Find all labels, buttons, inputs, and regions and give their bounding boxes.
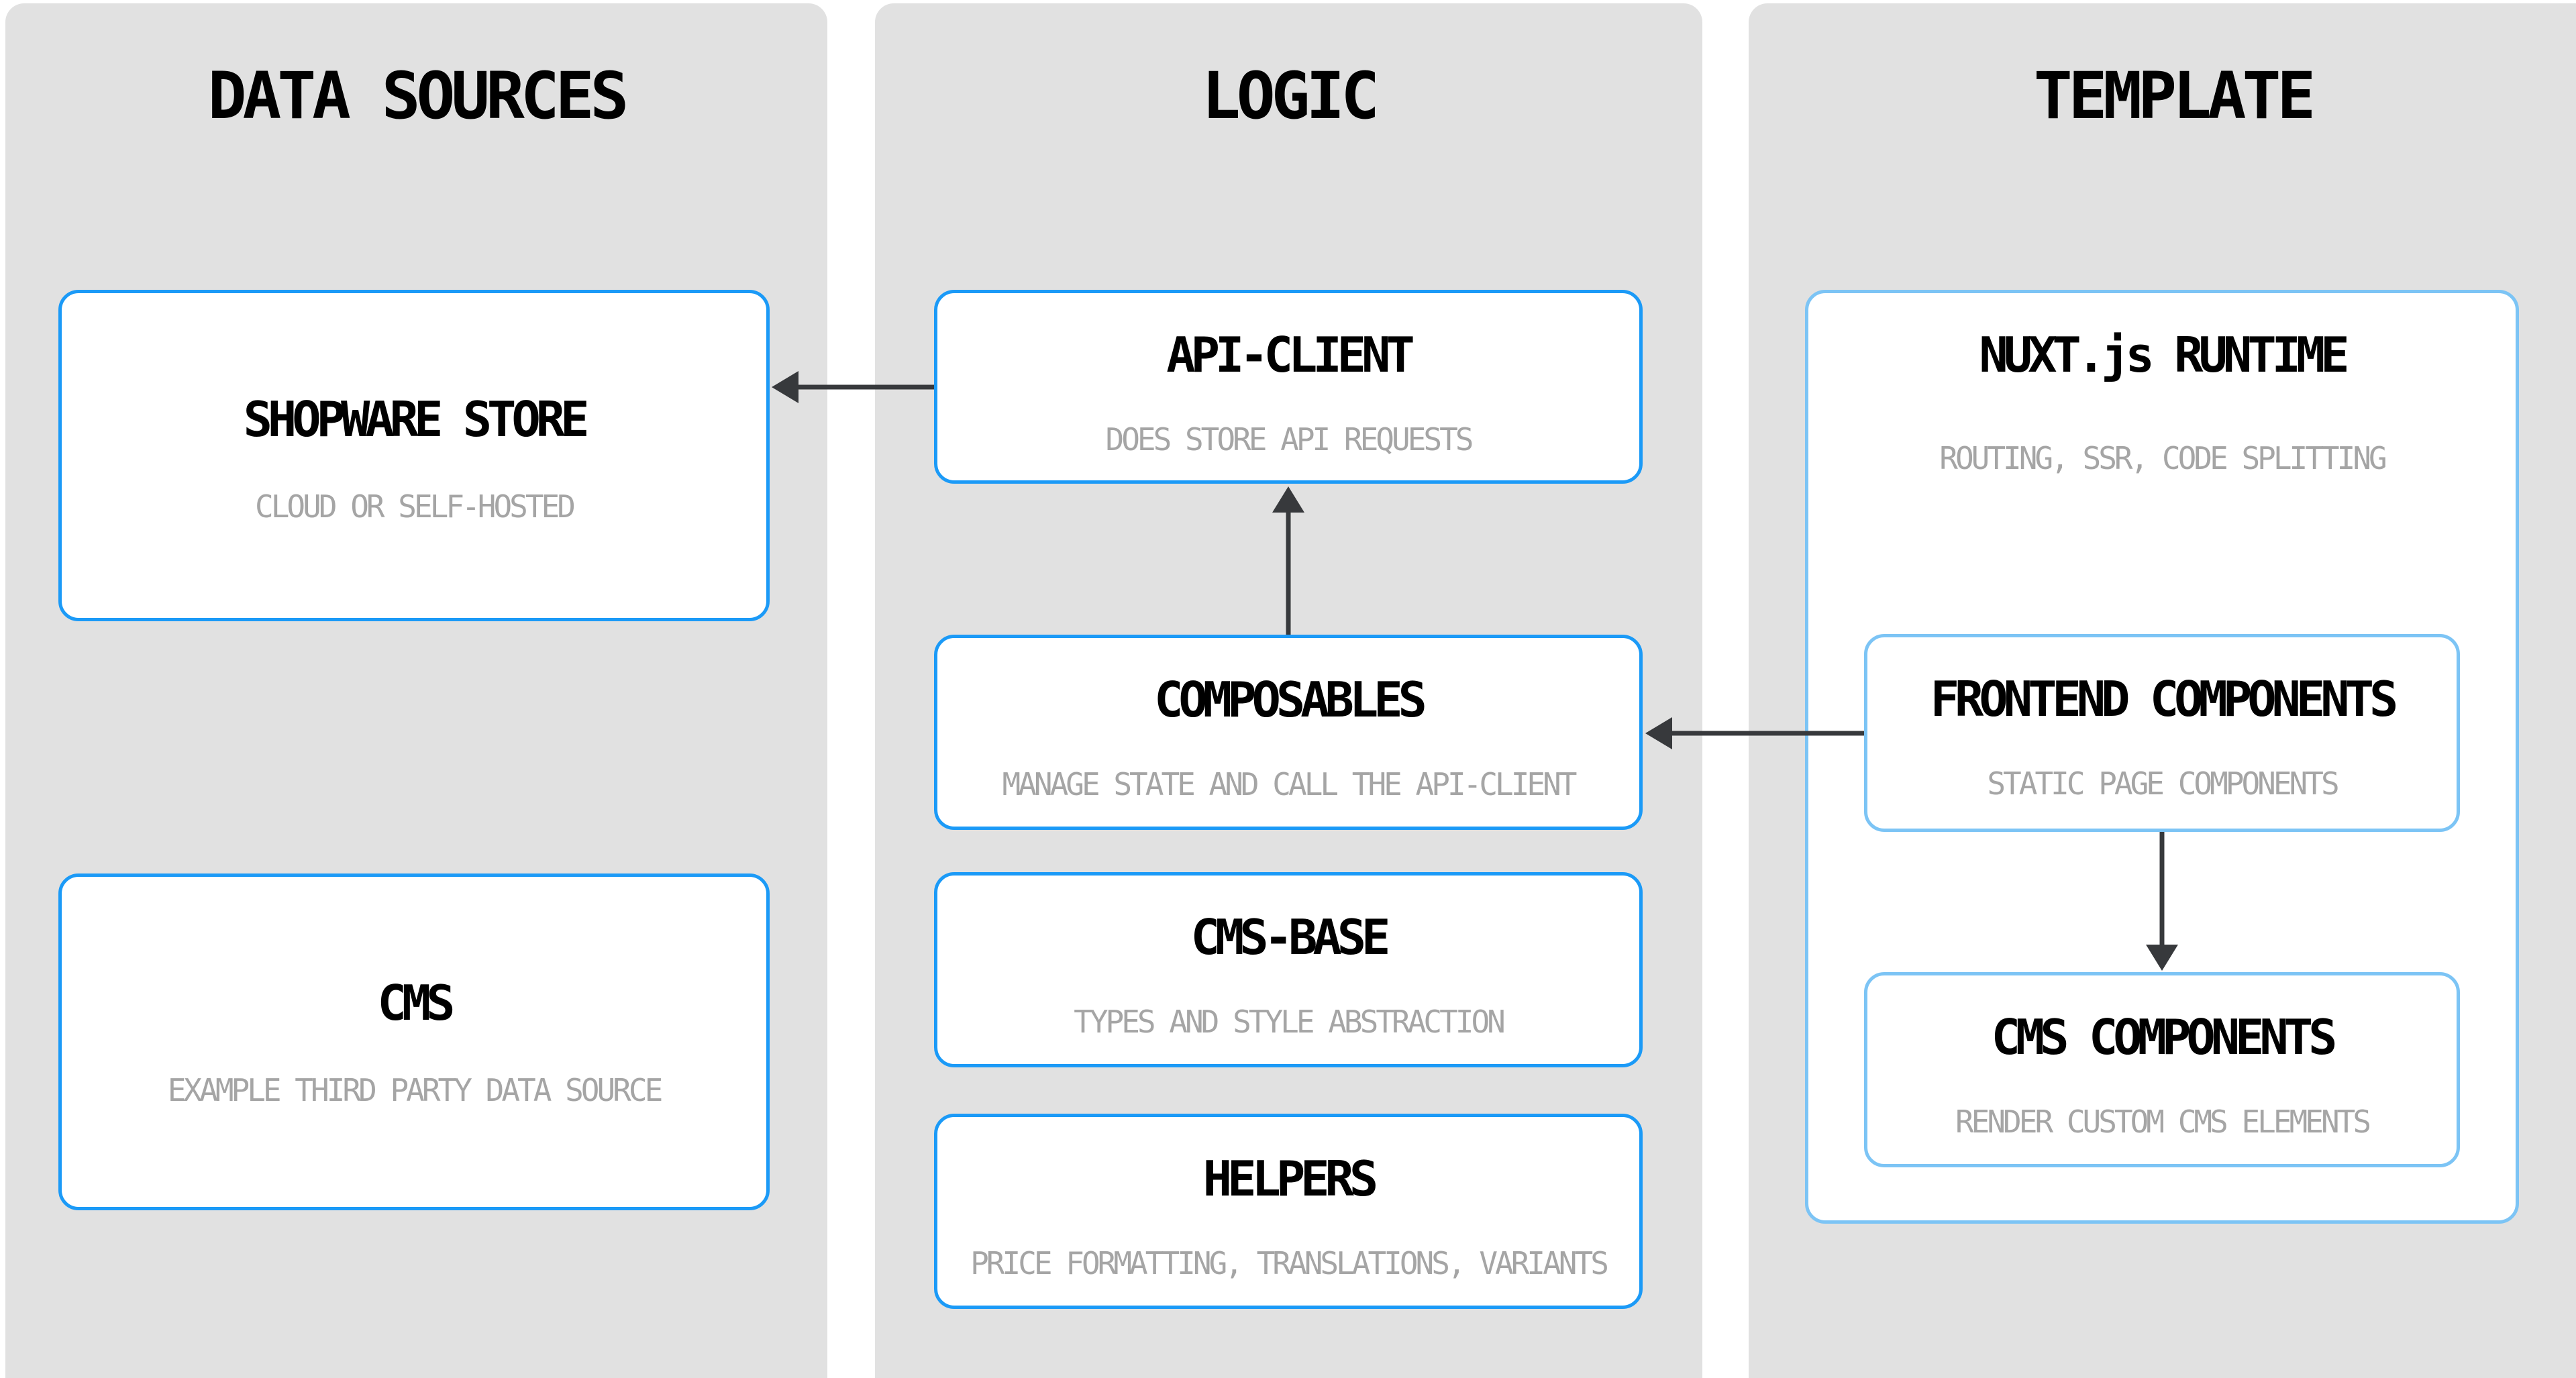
- node-subtitle: RENDER CUSTOM CMS ELEMENTS: [1955, 1104, 2371, 1140]
- node-subtitle: EXAMPLE THIRD PARTY DATA SOURCE: [167, 1072, 664, 1108]
- node-title: NUXT.js RUNTIME: [1979, 327, 2349, 383]
- node-cms-components: CMS COMPONENTS RENDER CUSTOM CMS ELEMENT…: [1864, 972, 2460, 1167]
- node-cms: CMS EXAMPLE THIRD PARTY DATA SOURCE: [58, 873, 770, 1210]
- node-title: FRONTEND COMPONENTS: [1930, 671, 2399, 727]
- node-cms-base: CMS-BASE TYPES AND STYLE ABSTRACTION: [934, 872, 1643, 1067]
- node-title: CMS COMPONENTS: [1991, 1009, 2338, 1065]
- node-title: HELPERS: [1202, 1151, 1378, 1207]
- node-subtitle: MANAGE STATE AND CALL THE API-CLIENT: [1002, 766, 1578, 802]
- node-shopware-store: SHOPWARE STORE CLOUD OR SELF-HOSTED: [58, 290, 770, 621]
- node-title: SHOPWARE STORE: [243, 391, 590, 447]
- column-title-data-sources: DATA SOURCES: [207, 58, 629, 134]
- node-title: API-CLIENT: [1166, 327, 1414, 383]
- column-title-template: TEMPLATE: [2033, 58, 2316, 134]
- node-subtitle: TYPES AND STYLE ABSTRACTION: [1074, 1004, 1506, 1040]
- node-subtitle: PRICE FORMATTING, TRANSLATIONS, VARIANTS: [970, 1245, 1609, 1281]
- node-subtitle: ROUTING, SSR, CODE SPLITTING: [1939, 440, 2387, 476]
- column-title-logic: LOGIC: [1202, 58, 1380, 134]
- node-composables: COMPOSABLES MANAGE STATE AND CALL THE AP…: [934, 635, 1643, 830]
- node-subtitle: DOES STORE API REQUESTS: [1105, 421, 1474, 458]
- node-subtitle: CLOUD OR SELF-HOSTED: [255, 488, 576, 525]
- node-subtitle: STATIC PAGE COMPONENTS: [1987, 765, 2339, 802]
- node-api-client: API-CLIENT DOES STORE API REQUESTS: [934, 290, 1643, 484]
- node-helpers: HELPERS PRICE FORMATTING, TRANSLATIONS, …: [934, 1114, 1643, 1309]
- node-title: CMS: [377, 975, 455, 1031]
- node-frontend-components: FRONTEND COMPONENTS STATIC PAGE COMPONEN…: [1864, 634, 2460, 832]
- node-title: COMPOSABLES: [1154, 672, 1427, 728]
- node-title: CMS-BASE: [1190, 909, 1391, 965]
